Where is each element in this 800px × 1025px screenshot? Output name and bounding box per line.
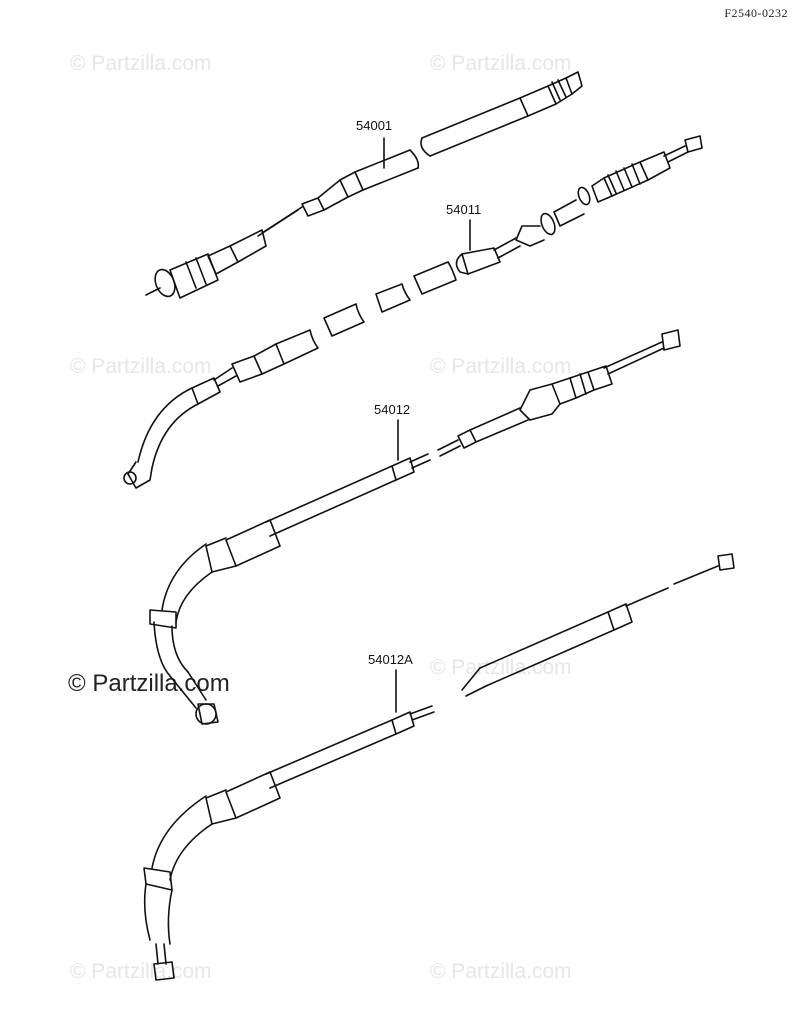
part-number-54001: 54001 [356,118,393,133]
watermark: © Partzilla.com [430,52,572,75]
watermark: © Partzilla.com [70,52,212,75]
cable-54011 [123,135,703,489]
diagram-code: F2540-0232 [724,6,788,20]
cable-54012A [143,553,735,981]
watermark: © Partzilla.com [70,355,212,378]
watermark: © Partzilla.com [430,656,572,679]
cable-54001 [145,71,583,299]
watermark: © Partzilla.com [430,355,572,378]
part-number-54011: 54011 [446,202,482,217]
partzilla-watermark: © Partzilla.com [68,670,230,697]
cable-54012 [149,329,681,725]
watermark: © Partzilla.com [70,960,212,983]
watermark: © Partzilla.com [430,960,572,983]
part-number-54012: 54012 [374,402,411,417]
part-number-54012A: 54012A [368,652,413,667]
